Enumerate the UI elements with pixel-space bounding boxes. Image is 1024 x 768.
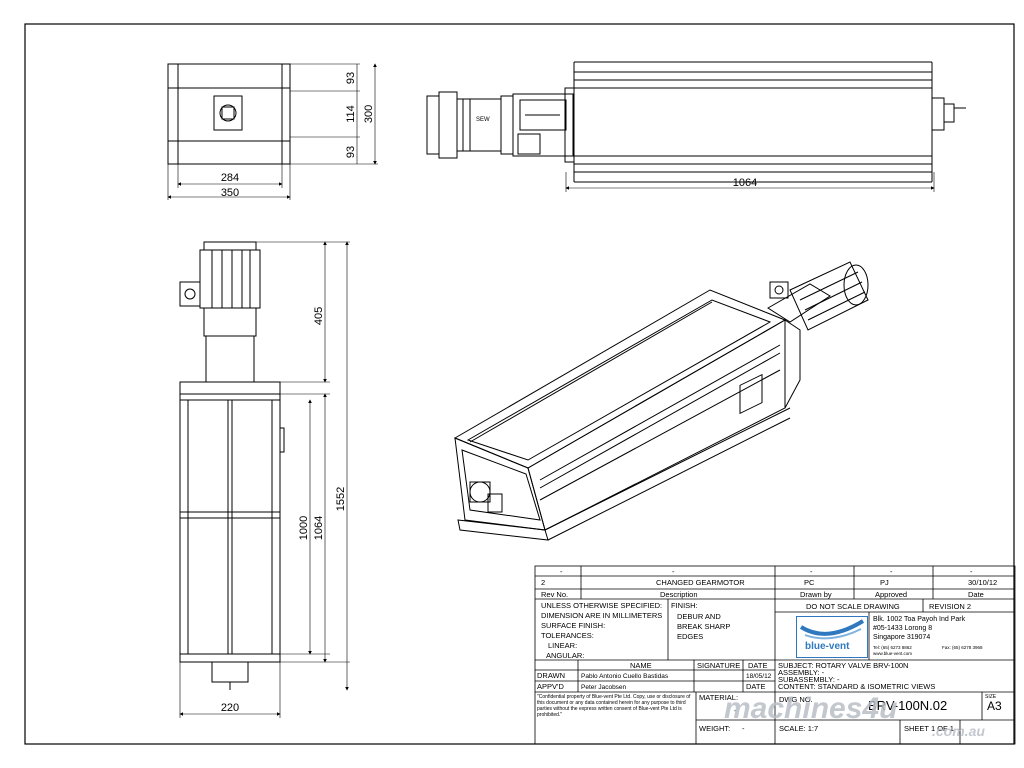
rev-description: CHANGED GEARMOTOR xyxy=(656,578,745,587)
drawn-date: 18/05/12 xyxy=(746,673,772,680)
dim-front-body: 1064 xyxy=(313,516,325,540)
dim-front-motor: 405 xyxy=(313,307,325,325)
names-header-name: NAME xyxy=(630,661,652,670)
finish-line-1: DEBUR AND xyxy=(677,612,721,621)
content-line: CONTENT: STANDARD & ISOMETRIC VIEWS xyxy=(778,682,936,691)
rev-header-approved: Approved xyxy=(875,590,908,599)
isometric-view xyxy=(453,261,869,541)
rev-header-number: Rev No. xyxy=(541,590,569,599)
rev-blank-4: - xyxy=(890,567,893,576)
company-fax: Fax: (65) 6278 3968 xyxy=(942,645,983,650)
dim-top-width-outer: 350 xyxy=(221,187,239,199)
dim-top-h-total: 300 xyxy=(363,105,375,123)
logo-text: blue-vent xyxy=(805,641,850,652)
sheet-number: SHEET 1 OF 1 xyxy=(904,724,954,733)
finish-line-3: EDGES xyxy=(677,632,704,641)
note-surface: SURFACE FINISH: xyxy=(541,621,606,630)
company-web: www.blue-vent.com xyxy=(873,651,913,656)
rev-blank-5: - xyxy=(970,567,973,576)
company-tel: Tel: (65) 6273 8862 xyxy=(873,645,912,650)
note-unless: UNLESS OTHERWISE SPECIFIED: xyxy=(541,601,663,610)
rev-date: 30/10/12 xyxy=(968,578,998,587)
dim-front-body-inner: 1000 xyxy=(298,516,310,540)
rev-blank-2: - xyxy=(672,567,675,576)
revision-number: REVISION 2 xyxy=(929,602,972,611)
weight-label: WEIGHT: xyxy=(699,724,731,733)
size-label: SIZE xyxy=(985,694,997,700)
note-angular: ANGULAR: xyxy=(546,651,585,660)
confidential-notice: "Confidential property of Blue-vent Pte … xyxy=(537,694,691,718)
finish-label: FINISH: xyxy=(671,601,698,610)
rev-blank-3: - xyxy=(810,567,813,576)
title-block xyxy=(534,565,1016,745)
drawn-name: Pablo Antonio Cuello Bastidas xyxy=(581,673,669,680)
dim-top-h-c: 93 xyxy=(345,146,357,158)
names-header-date: DATE xyxy=(748,661,768,670)
watermark-logo: machines4u xyxy=(724,692,898,725)
scale: SCALE: 1:7 xyxy=(779,724,819,733)
rev-approved: PJ xyxy=(880,578,889,587)
material-value: - xyxy=(734,706,737,715)
dwg-number: BRV-100N.02 xyxy=(868,698,948,713)
dim-top-h-a: 93 xyxy=(345,72,357,84)
subject-line: SUBJECT: ROTARY VALVE BRV-100N xyxy=(778,661,909,670)
material-label: MATERIAL: xyxy=(699,693,739,702)
side-view xyxy=(426,61,966,192)
dim-front-width: 220 xyxy=(221,702,239,714)
motor-label: SEW xyxy=(476,117,490,123)
dim-front-total: 1552 xyxy=(335,487,347,511)
sheet-border xyxy=(24,23,1015,745)
front-view xyxy=(179,241,350,718)
dim-side-length: 1064 xyxy=(733,177,757,189)
appvd-name: Peter Jacobsen xyxy=(581,684,627,691)
rev-header-date: Date xyxy=(968,590,984,599)
weight-value: - xyxy=(742,724,745,733)
address-line-3: Singapore 319074 xyxy=(873,634,931,641)
note-tolerances: TOLERANCES: xyxy=(541,631,594,640)
size-value: A3 xyxy=(987,699,1002,713)
address-line-1: Blk. 1002 Toa Payoh Ind Park xyxy=(873,616,966,623)
names-header-signature: SIGNATURE xyxy=(697,661,741,670)
top-view xyxy=(167,63,378,200)
dim-top-h-b: 114 xyxy=(345,105,357,123)
rev-drawn-by: PC xyxy=(804,578,815,587)
logo-wave-icon xyxy=(799,619,865,640)
watermark-domain: .com.au xyxy=(932,723,985,739)
rev-blank-1: - xyxy=(560,567,563,576)
drawn-label: DRAWN xyxy=(537,671,566,680)
rev-header-description: Description xyxy=(660,590,698,599)
dwg-no-label: DWG NO. xyxy=(779,695,813,704)
appvd-label: APPV'D xyxy=(537,682,564,691)
blue-vent-logo: blue-vent xyxy=(796,616,868,658)
do-not-scale: DO NOT SCALE DRAWING xyxy=(806,602,900,611)
rev-header-drawn-by: Drawn by xyxy=(800,590,832,599)
note-dimension: DIMENSION ARE IN MILLIMETERS xyxy=(541,611,663,620)
rev-number: 2 xyxy=(541,578,546,587)
note-linear: LINEAR: xyxy=(548,641,578,650)
assembly-line: ASSEMBLY: - xyxy=(778,668,825,677)
appvd-date: DATE xyxy=(746,682,766,691)
address-line-2: #05-1433 Lorong 8 xyxy=(873,625,933,632)
dim-top-width-inner: 284 xyxy=(221,172,239,184)
finish-line-2: BREAK SHARP xyxy=(677,622,731,631)
subassembly-line: SUBASSEMBLY: - xyxy=(778,675,840,684)
